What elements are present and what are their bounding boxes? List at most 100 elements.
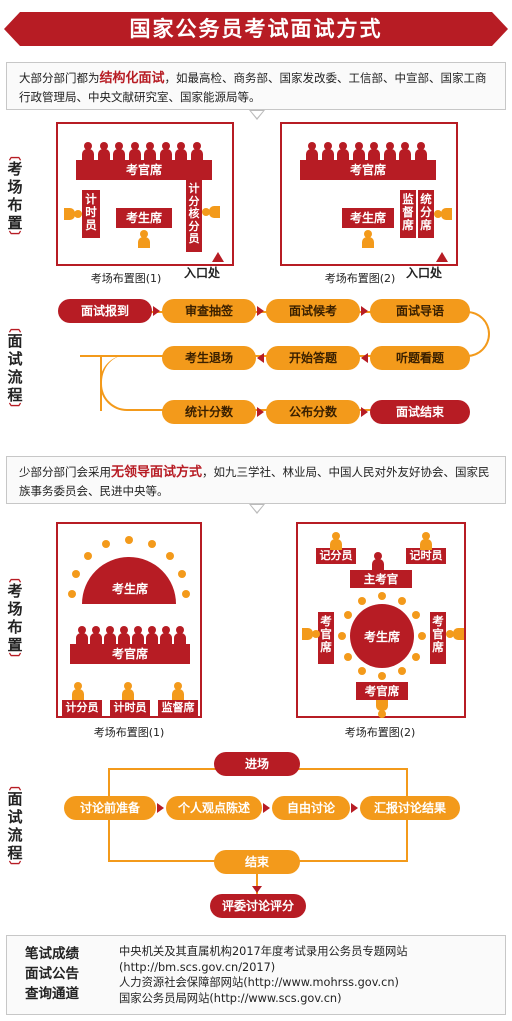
intro-text-post: ，如九三学社、林业局、中国人民对外友好协会、国家民族事务委员会、民进中央等。 (19, 465, 490, 498)
scorer-person-icon (202, 206, 220, 224)
flow-step: 考生退场 (162, 346, 256, 370)
examiner-person-icon (97, 142, 110, 160)
examiner-row (76, 624, 186, 644)
footer-title: 笔试成绩 面试公告 查询通道 (25, 946, 79, 1002)
timer-desk: 计时员 (110, 700, 150, 716)
examiner-person-icon (368, 142, 380, 160)
flow-arrow-icon (361, 407, 368, 417)
examiner-person-icon (113, 142, 125, 160)
bottom-examiner-person-icon (376, 700, 388, 718)
room-caption-1: 考场布置图(1) (90, 272, 162, 285)
scorer-person-icon (330, 532, 342, 550)
flow-step: 开始答题 (266, 346, 360, 370)
examiner-desk: 考官席 (300, 160, 436, 180)
examiner-person-icon (128, 142, 141, 160)
flow-step: 自由讨论 (272, 796, 350, 820)
room-caption-2: 考场布置图(2) (324, 272, 396, 285)
examiner-person-icon (321, 142, 334, 160)
intro-text-pre: 少部分部门会采用 (19, 465, 111, 479)
examiner-person-icon (306, 142, 318, 160)
examiner-person-icon (174, 626, 186, 644)
examiner-person-icon (82, 142, 94, 160)
timer-person-icon (64, 208, 82, 226)
examiner-desk: 考官席 (76, 160, 212, 180)
examiner-person-icon (104, 626, 116, 644)
examiner-person-icon (76, 626, 88, 644)
room-diagram-1: 考官席 计时员 考生席 计分核分员 (56, 122, 234, 266)
right-examiner-person-icon (446, 628, 464, 646)
side-label-flow: ︹面试流程︺ (7, 778, 23, 874)
flow-arrow-icon (252, 886, 262, 893)
examiner-person-icon (146, 626, 158, 644)
examiner-person-icon (160, 626, 172, 644)
timer-person-icon (122, 682, 134, 700)
supervisor-person-icon (172, 682, 184, 700)
examiner-person-icon (90, 626, 102, 644)
room-diagram-2: 考官席 考生席 监督席 统分席 (280, 122, 458, 266)
right-examiner-desk: 考官席 (430, 612, 446, 664)
examiner-person-icon (175, 142, 187, 160)
intro-text-pre: 大部分部门都为 (19, 71, 100, 85)
page-title: 国家公务员考试面试方式 (129, 17, 383, 41)
intro-highlight: 结构化面试 (99, 71, 165, 86)
bottom-examiner-desk: 考官席 (356, 682, 408, 700)
leaderless-intro: 少部分部门会采用无领导面试方式，如九三学社、林业局、中国人民对外友好协会、国家民… (6, 456, 506, 504)
scorer-person-icon (72, 682, 84, 700)
footer-line[interactable]: 人力资源社会保障部网站(http://www.mohrss.gov.cn) (119, 976, 399, 989)
flow-step: 面试报到 (58, 299, 152, 323)
intro-highlight: 无领导面试方式 (111, 465, 203, 480)
flow-arrow-icon (257, 407, 264, 417)
flow-arrow-icon (361, 306, 368, 316)
door-label: 入口处 (184, 266, 221, 280)
door-arrow-icon (212, 252, 224, 262)
flow-step: 统计分数 (162, 400, 256, 424)
timer-person-icon (420, 532, 432, 550)
examiner-row (306, 140, 430, 160)
flow-step: 面试候考 (266, 299, 360, 323)
statistics-desk: 统分席 (418, 190, 434, 238)
examiner-desk: 考官席 (70, 644, 190, 664)
flow-step: 面试导语 (370, 299, 470, 323)
flow-step: 听题看题 (370, 346, 470, 370)
scorer-desk: 计分核分员 (186, 180, 202, 252)
supervisor-desk: 监督席 (158, 700, 198, 716)
room-caption-4: 考场布置图(2) (344, 726, 416, 739)
room-diagram-3: 考生席 考官席 计分员 计时员 监督席 (56, 522, 202, 718)
examiner-person-icon (352, 142, 365, 160)
chief-person-icon (372, 552, 384, 570)
flow-step: 讨论前准备 (64, 796, 156, 820)
flow-arrow-icon (153, 306, 160, 316)
flow-arrow-icon (351, 803, 358, 813)
candidate-desk: 考生席 (342, 208, 394, 228)
footer-line: 中央机关及其直属机构2017年度考试录用公务员专题网站 (119, 945, 408, 958)
intro-text-post: ，如最高检、商务部、国家发改委、工信部、中宣部、国家工商行政管理局、中央文献研究… (19, 71, 487, 104)
examiner-person-icon (414, 142, 427, 160)
flow-arrow-icon (361, 353, 368, 363)
footer-line[interactable]: 国家公务员局网站(http://www.scs.gov.cn) (119, 991, 342, 1005)
flow-arrow-icon (257, 306, 264, 316)
examiner-row (82, 140, 206, 160)
flow-step: 个人观点陈述 (166, 796, 262, 820)
timer-desk: 记时员 (406, 548, 446, 564)
examiner-person-icon (118, 626, 130, 644)
side-label-flow: ︹面试流程︺ (7, 320, 23, 416)
examiner-person-icon (132, 626, 144, 644)
door-label: 入口处 (406, 266, 443, 280)
flow-step: 结束 (214, 850, 300, 874)
candidate-round-table (338, 592, 426, 680)
footer-line[interactable]: (http://bm.scs.gov.cn/2017) (119, 960, 276, 974)
candidate-seat-label: 考生席 (363, 630, 400, 644)
timer-desk: 计时员 (82, 190, 100, 238)
room-diagram-4: 记分员 记时员 主考官 考生席 考官席 考官席 考官席 (296, 522, 466, 718)
examiner-person-icon (383, 142, 396, 160)
examiner-person-icon (337, 142, 349, 160)
intro-pointer (249, 504, 265, 514)
candidate-person-icon (362, 230, 374, 248)
scorer-desk: 计分员 (62, 700, 102, 716)
side-label-layout: ︹考场布置︺ (7, 148, 23, 244)
header-banner: 国家公务员考试面试方式 (4, 12, 508, 46)
candidate-arc (68, 536, 190, 604)
flow-arrow-icon (157, 803, 164, 813)
flow-arrow-icon (257, 353, 264, 363)
flow-step: 评委讨论评分 (210, 894, 306, 918)
